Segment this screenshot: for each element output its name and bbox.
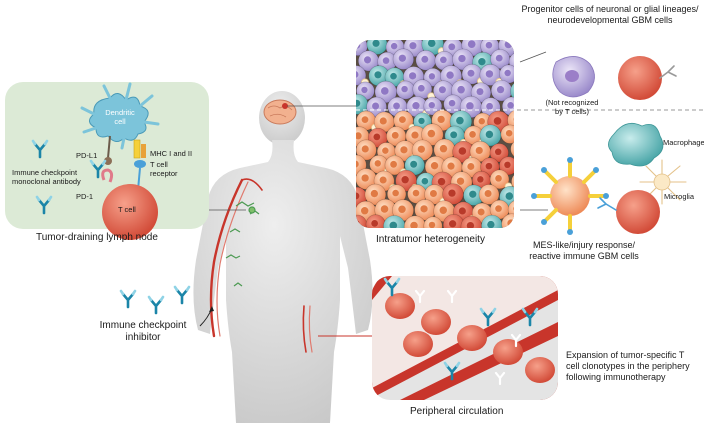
mes-line1: MES-like/injury response/ [532, 240, 636, 250]
pd-1-label: PD-1 [76, 192, 94, 201]
antibody-icons-inhibitor [119, 285, 191, 315]
not-recognized-label: (Not recognized by T cells) [536, 98, 608, 116]
not-recognized-line2: by T cells) [555, 107, 589, 116]
mes-label: MES-like/injury response/ reactive immun… [520, 240, 648, 262]
inhibitor-label: Immune checkpoint inhibitor [86, 320, 200, 344]
progenitor-label-line2: neurodevelopmental GBM cells [547, 15, 673, 25]
body-vessels [209, 178, 313, 353]
not-recognized-line1: (Not recognized [545, 98, 599, 107]
macrophage-cell [608, 122, 664, 167]
pd-1-receptor [101, 168, 114, 183]
progenitor-label-line1: Progenitor cells of neuronal or glial li… [521, 4, 699, 14]
mes-line2: reactive immune GBM cells [529, 251, 639, 261]
human-body-silhouette [193, 91, 373, 423]
dendritic-cell [80, 82, 160, 150]
macrophage-label: Macrophage [663, 138, 704, 147]
lymph-node-panel [5, 82, 246, 229]
dendritic-line2: cell [114, 117, 126, 126]
lymph-nodes-icon [225, 201, 260, 287]
tcr-line1: T cell [150, 160, 168, 169]
mhc-label: MHC I and II [150, 149, 193, 158]
microglia-label: Microglia [664, 192, 695, 201]
expansion-label: Expansion of tumor-specific T cell clono… [566, 350, 690, 383]
inhibitor-line2: inhibitor [125, 332, 161, 343]
progenitor-pointer-line [519, 51, 547, 63]
brain-icon [263, 99, 297, 125]
expansion-line3: following immunotherapy [566, 372, 666, 382]
t-cell-lymph [102, 184, 158, 240]
t-cell-label: T cell [118, 205, 136, 214]
dendritic-cell-label: Dendritic cell [100, 108, 140, 126]
dendritic-line1: Dendritic [105, 108, 135, 117]
peripheral-panel [318, 276, 558, 400]
pd-l1-label: PD-L1 [76, 151, 98, 160]
pd-l1-ligand [104, 135, 112, 165]
peripheral-caption: Peripheral circulation [410, 406, 504, 417]
expansion-line1: Expansion of tumor-specific T [566, 350, 685, 360]
tumor-panel [356, 40, 514, 228]
mes-like-cell [531, 157, 609, 235]
antibody-label: Immune checkpoint monoclonal antibody [12, 168, 81, 186]
t-cell-bottom-right [597, 190, 660, 234]
progenitor-cell [552, 56, 595, 98]
heterogeneity-caption: Intratumor heterogeneity [376, 234, 485, 245]
lymph-node-caption: Tumor-draining lymph node [36, 232, 158, 243]
tcr-line2: receptor [150, 169, 178, 178]
antibody-line2: monoclonal antibody [12, 177, 81, 186]
antibody-line1: Immune checkpoint [12, 168, 78, 177]
tcr-label: T cell receptor [150, 160, 178, 178]
inhibitor-line1: Immune checkpoint [99, 320, 187, 331]
expansion-line2: cell clonotypes in the periphery [566, 361, 690, 371]
progenitor-label: Progenitor cells of neuronal or glial li… [520, 4, 700, 26]
t-cell-top-right [618, 56, 677, 100]
inhibitor-arrow [199, 306, 214, 327]
